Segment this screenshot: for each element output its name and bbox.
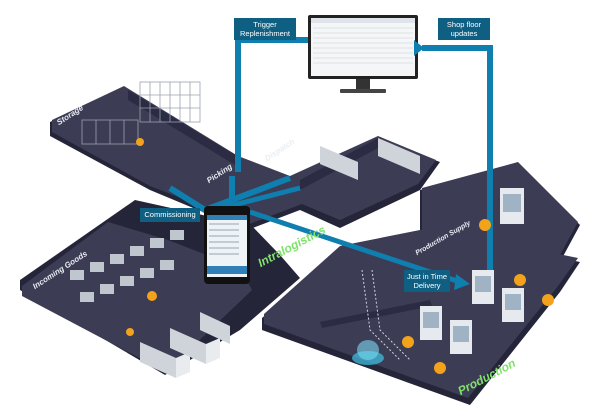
hologram bbox=[352, 340, 384, 365]
commissioning-callout: Commissioning bbox=[140, 208, 200, 222]
trigger-replenishment-callout: Trigger Replenishment bbox=[234, 18, 296, 40]
shop-floor-updates-callout: Shop floor updates bbox=[438, 18, 490, 40]
machines-left bbox=[70, 230, 184, 302]
storage-racks bbox=[81, 81, 201, 145]
just-in-time-delivery-callout: Just in Time Delivery bbox=[404, 270, 450, 292]
trucks bbox=[140, 138, 420, 378]
smartphone bbox=[204, 206, 250, 284]
arrow-to-production bbox=[454, 274, 470, 290]
robots bbox=[126, 138, 554, 374]
monitor bbox=[308, 15, 418, 93]
arrow-to-monitor bbox=[414, 40, 424, 56]
dotted-path bbox=[361, 269, 411, 361]
production-cabinets bbox=[420, 188, 524, 354]
